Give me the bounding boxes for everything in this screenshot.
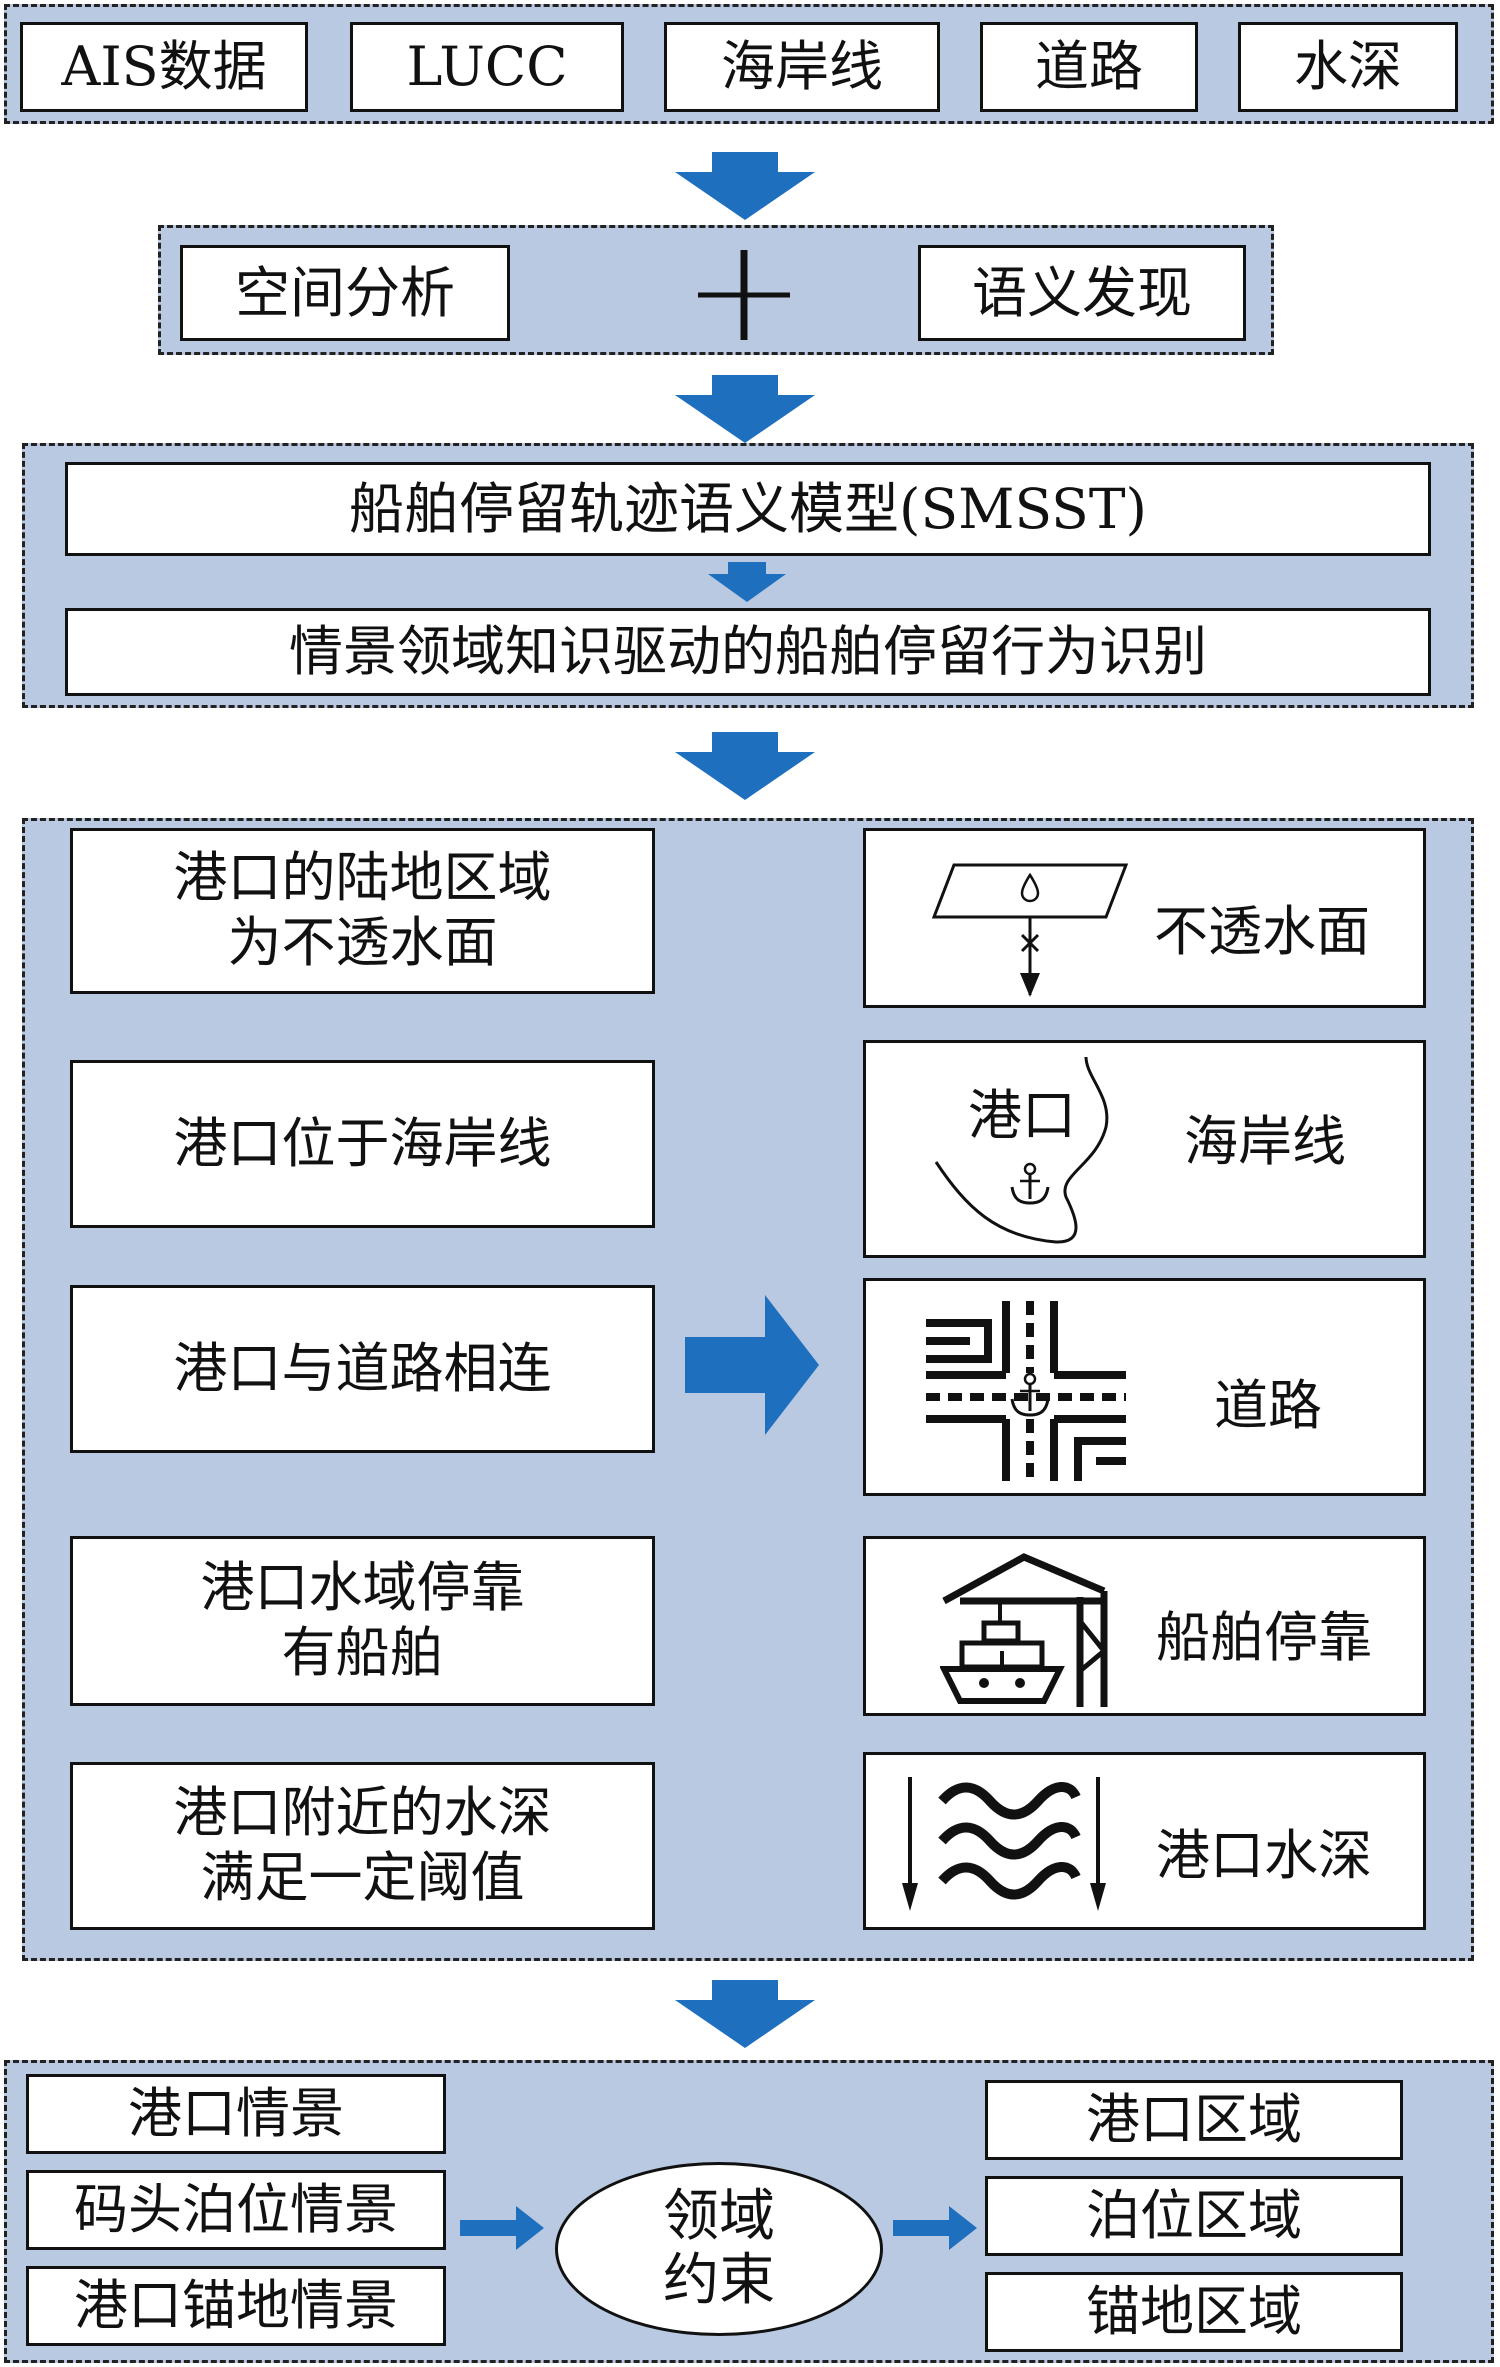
coastline-label: 海岸线 [1184, 1110, 1346, 1173]
coastline-port-text: 港口 [968, 1084, 1076, 1147]
region-berth: 泊位区域 [985, 2176, 1403, 2256]
semantic-discovery-box: 语义发现 [918, 245, 1246, 341]
rule-coastline: 港口位于海岸线 [70, 1060, 655, 1228]
road-junction-icon [926, 1301, 1126, 1481]
source-ais: AIS数据 [20, 22, 308, 112]
flow-arrow-4 [675, 1980, 815, 2048]
source-lucc: LUCC [350, 22, 624, 112]
behavior-recognition-box: 情景领域知识驱动的船舶停留行为识别 [65, 608, 1431, 696]
coastline-port-icon [934, 1057, 1109, 1244]
scenario-berth: 码头泊位情景 [26, 2170, 446, 2250]
scenario-to-constraint-arrow [460, 2206, 544, 2250]
road-icon-box: 道路 [863, 1278, 1426, 1496]
ship-docking-label: 船舶停靠 [1156, 1606, 1372, 1669]
coastline-icon-box: 港口 海岸线 [863, 1040, 1426, 1258]
water-depth-icon [902, 1777, 1106, 1911]
road-label: 道路 [1214, 1374, 1322, 1437]
inner-arrow [708, 562, 786, 602]
flow-arrow-2 [675, 375, 815, 443]
plus-icon [698, 250, 790, 340]
source-water-depth: 水深 [1238, 22, 1458, 112]
water-depth-icon-box: 港口水深 [863, 1752, 1426, 1930]
constraint-to-region-arrow [893, 2206, 977, 2250]
impervious-surface-icon [931, 863, 1129, 997]
rule-impervious: 港口的陆地区域 为不透水面 [70, 828, 655, 994]
rule-water-depth: 港口附近的水深 满足一定阈值 [70, 1762, 655, 1930]
scenario-anchorage: 港口锚地情景 [26, 2266, 446, 2346]
model-title-box: 船舶停留轨迹语义模型(SMSST) [65, 462, 1431, 556]
source-coastline: 海岸线 [664, 22, 940, 112]
rule-ship-docking: 港口水域停靠 有船舶 [70, 1536, 655, 1706]
rules-to-icons-arrow [685, 1295, 819, 1435]
flow-arrow-1 [675, 152, 815, 220]
rule-road: 港口与道路相连 [70, 1285, 655, 1453]
source-road: 道路 [980, 22, 1198, 112]
ship-docking-icon-box: 船舶停靠 [863, 1536, 1426, 1716]
region-port: 港口区域 [985, 2080, 1403, 2160]
spatial-analysis-box: 空间分析 [180, 245, 510, 341]
ship-docking-icon [940, 1553, 1108, 1707]
region-anchorage: 锚地区域 [985, 2272, 1403, 2352]
flow-arrow-3 [675, 732, 815, 800]
scenario-port: 港口情景 [26, 2074, 446, 2154]
water-depth-label: 港口水深 [1156, 1824, 1372, 1887]
domain-constraint-ellipse: 领域 约束 [555, 2162, 883, 2336]
impervious-label: 不透水面 [1154, 900, 1370, 963]
impervious-icon-box: 不透水面 [863, 828, 1426, 1008]
